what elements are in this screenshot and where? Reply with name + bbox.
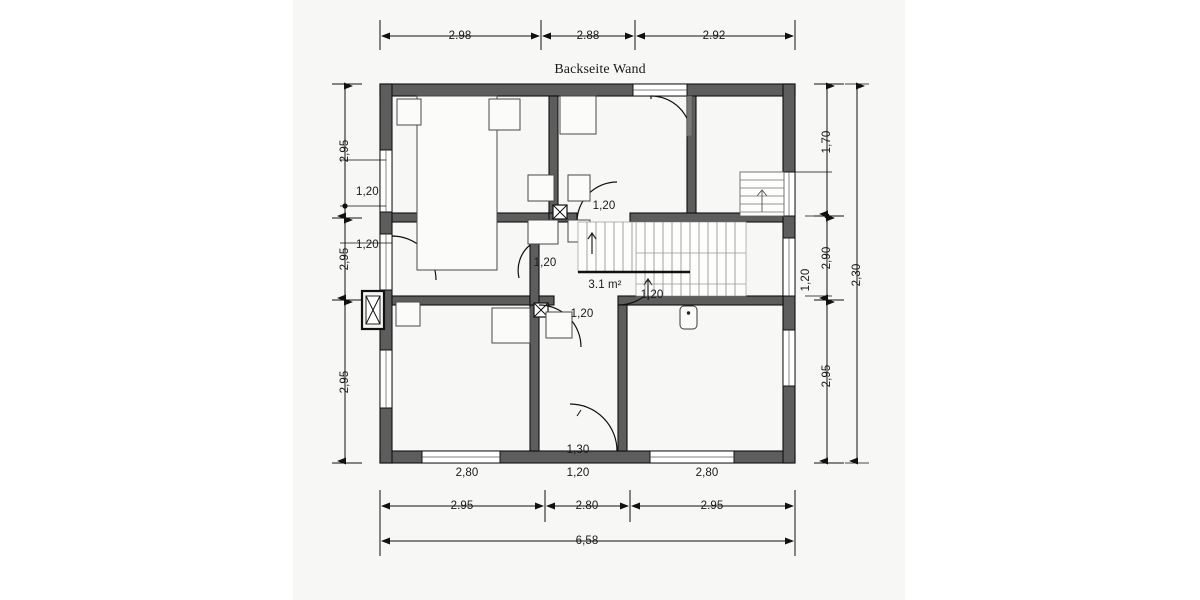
cabinet-mid-b <box>567 174 591 202</box>
cabinet-lowleft-a <box>491 307 531 344</box>
door-width-top-center: 1,20 <box>592 200 616 212</box>
cabinet-mid-a <box>527 174 555 202</box>
left-dim-3: 2,95 <box>339 370 351 394</box>
furniture <box>395 95 597 344</box>
area-label: 3.1 m² <box>588 279 622 291</box>
bottom-dim-1: 2.95 <box>450 500 474 512</box>
shaft-symbol-upper <box>552 204 568 220</box>
right-dim-2: 2,90 <box>821 246 833 270</box>
door-width-mid-center: 1,20 <box>570 308 594 320</box>
door-width-bottom-center: 1,30 <box>566 444 590 456</box>
left-window-1: 1,20 <box>356 186 379 198</box>
right-window-1: 1,20 <box>800 268 812 292</box>
door-width-mid-right: 1,20 <box>640 289 664 301</box>
page-title: Backseite Wand <box>554 62 646 77</box>
bottom-dim-3: 2.95 <box>700 500 724 512</box>
door-bottom-center <box>569 403 618 452</box>
cabinet-left-nook <box>395 301 421 327</box>
bed <box>396 95 521 271</box>
dimension-lines <box>332 20 869 556</box>
cabinet-mid-c <box>527 219 559 245</box>
top-dim-3: 2.92 <box>702 30 726 42</box>
right-total-dim: 2,30 <box>851 263 863 287</box>
bottom-total-dim: 6,58 <box>575 535 599 547</box>
left-window-2: 1,20 <box>356 239 379 251</box>
bottom-dim-2: 2.80 <box>575 500 599 512</box>
cabinet-top-mid <box>559 95 597 135</box>
staircase <box>577 171 785 300</box>
right-dim-3: 2,95 <box>821 364 833 388</box>
top-dim-2: 2.88 <box>576 30 600 42</box>
door-top-right <box>650 95 693 137</box>
left-dim-1: 2,95 <box>339 139 351 163</box>
bottom-room-2: 1,20 <box>566 467 590 479</box>
left-dim-2: 2,95 <box>339 247 351 271</box>
bottom-room-1: 2,80 <box>455 467 479 479</box>
washbasin <box>679 305 698 330</box>
windows <box>379 83 796 464</box>
cabinet-lowleft-b <box>545 311 573 339</box>
right-dim-1: 1,70 <box>821 130 833 154</box>
top-dim-1: 2.98 <box>448 30 472 42</box>
shaft-left-wall <box>360 289 386 331</box>
door-mid-center <box>517 244 531 279</box>
bottom-room-3: 2,80 <box>695 467 719 479</box>
door-width-mid-left: 1,20 <box>533 257 557 269</box>
